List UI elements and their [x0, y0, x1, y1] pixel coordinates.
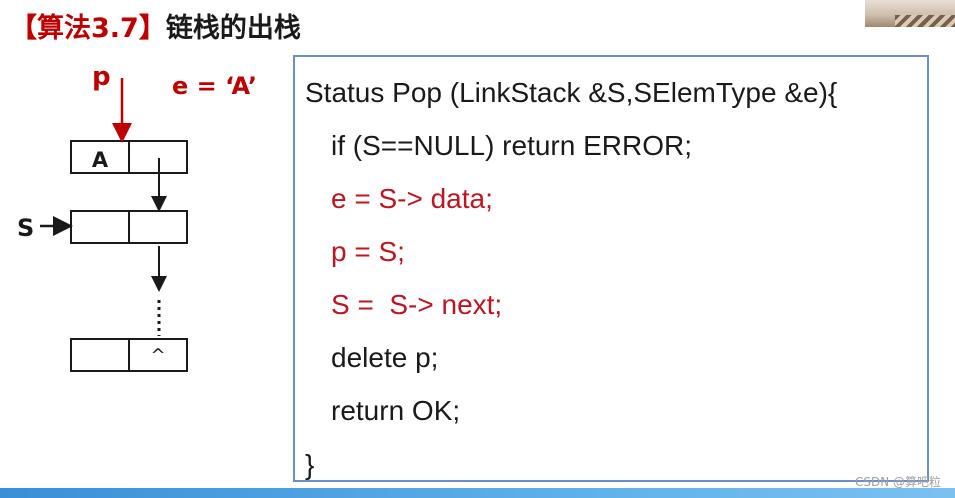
node-next-cell [128, 212, 186, 242]
assignment-label: e = ‘A’ [172, 72, 257, 100]
code-line-assign-e: e = S-> data; [331, 183, 493, 214]
code-box: Status Pop (LinkStack &S,SElemType &e){ … [293, 55, 929, 482]
stack-node-top: A [70, 140, 188, 174]
pointer-p-label: p [92, 62, 111, 92]
slide-title: 【算法3.7】链栈的出栈 [10, 6, 301, 45]
code-line-signature: Status Pop (LinkStack &S,SElemType &e){ [305, 77, 838, 108]
stack-node-second [70, 210, 188, 244]
title-text: 链栈的出栈 [165, 13, 301, 44]
code-line-delete: delete p; [331, 342, 439, 373]
algorithm-number: 【算法3.7】 [10, 13, 166, 44]
node-next-cell [128, 142, 186, 172]
code-line-return: return OK; [331, 395, 461, 426]
webcam-thumbnail [865, 0, 955, 27]
node-data-cell: A [91, 148, 109, 172]
code-line-close-brace: } [305, 449, 315, 480]
pointer-s-label: S [17, 214, 35, 242]
watermark: CSDN @算吧粒 [854, 475, 941, 489]
stack-node-bottom: ^ [70, 338, 188, 372]
linked-stack-diagram: p e = ‘A’ S A ^ [0, 50, 290, 400]
diagram-arrows [40, 78, 167, 336]
code-line-assign-p: p = S; [331, 236, 405, 267]
null-pointer-cell: ^ [128, 340, 186, 370]
code-line-null-check: if (S==NULL) return ERROR; [331, 130, 692, 161]
bottom-bar [0, 488, 955, 498]
code-line-advance-s: S = S-> next; [331, 289, 503, 320]
thumbnail-pattern [895, 15, 955, 27]
